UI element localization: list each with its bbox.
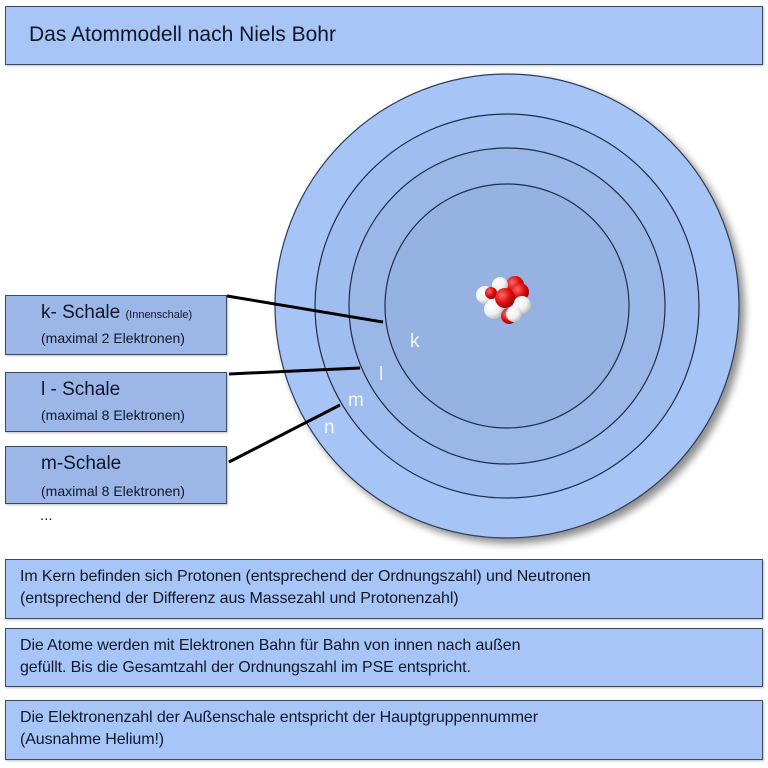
page-title: Das Atommodell nach Niels Bohr	[29, 23, 336, 46]
shell-letter-l: l	[379, 364, 383, 385]
title-box: Das Atommodell nach Niels Bohr	[5, 6, 763, 65]
shell-capacity-k: (maximal 2 Elektronen)	[41, 330, 185, 346]
label-box-l-shell: l - Schale (maximal 8 Elektronen)	[5, 372, 227, 432]
shell-label-k: k- Schale	[41, 302, 121, 323]
label-box-m-shell: m-Schale (maximal 8 Elektronen)	[5, 446, 227, 504]
info-box-outer-shell: Die Elektronenzahl der Außenschale entsp…	[5, 700, 763, 760]
shell-label-l: l - Schale	[41, 379, 121, 400]
shell-letter-m: m	[348, 390, 364, 411]
shell-letter-n: n	[324, 417, 335, 438]
shell-capacity-l: (maximal 8 Elektronen)	[41, 407, 185, 423]
shell-label-m: m-Schale	[41, 453, 122, 474]
info-box-filling: Die Atome werden mit Elektronen Bahn für…	[5, 628, 763, 687]
shell-letter-k: k	[410, 331, 420, 352]
info-line: Die Elektronenzahl der Außenschale entsp…	[20, 709, 538, 726]
info-line: Die Atome werden mit Elektronen Bahn für…	[20, 637, 521, 654]
connector-k	[226, 294, 384, 324]
info-line: (entsprechend der Differenz aus Massezah…	[20, 590, 459, 607]
connector-l	[228, 366, 361, 376]
label-box-k-shell: k- Schale (Innenschale) (maximal 2 Elekt…	[5, 295, 227, 355]
info-line: gefüllt. Bis die Gesamtzahl der Ordnungs…	[20, 659, 471, 676]
more-shells-ellipsis: ...	[40, 507, 53, 524]
info-line: Im Kern befinden sich Protonen (entsprec…	[20, 568, 591, 585]
shell-capacity-m: (maximal 8 Elektronen)	[41, 483, 185, 499]
info-box-nucleus: Im Kern befinden sich Protonen (entsprec…	[5, 559, 763, 619]
shell-note-k: (Innenschale)	[125, 309, 193, 321]
connector-m	[228, 403, 341, 464]
info-line: (Ausnahme Helium!)	[20, 731, 165, 748]
nucleus-icon	[476, 276, 531, 324]
